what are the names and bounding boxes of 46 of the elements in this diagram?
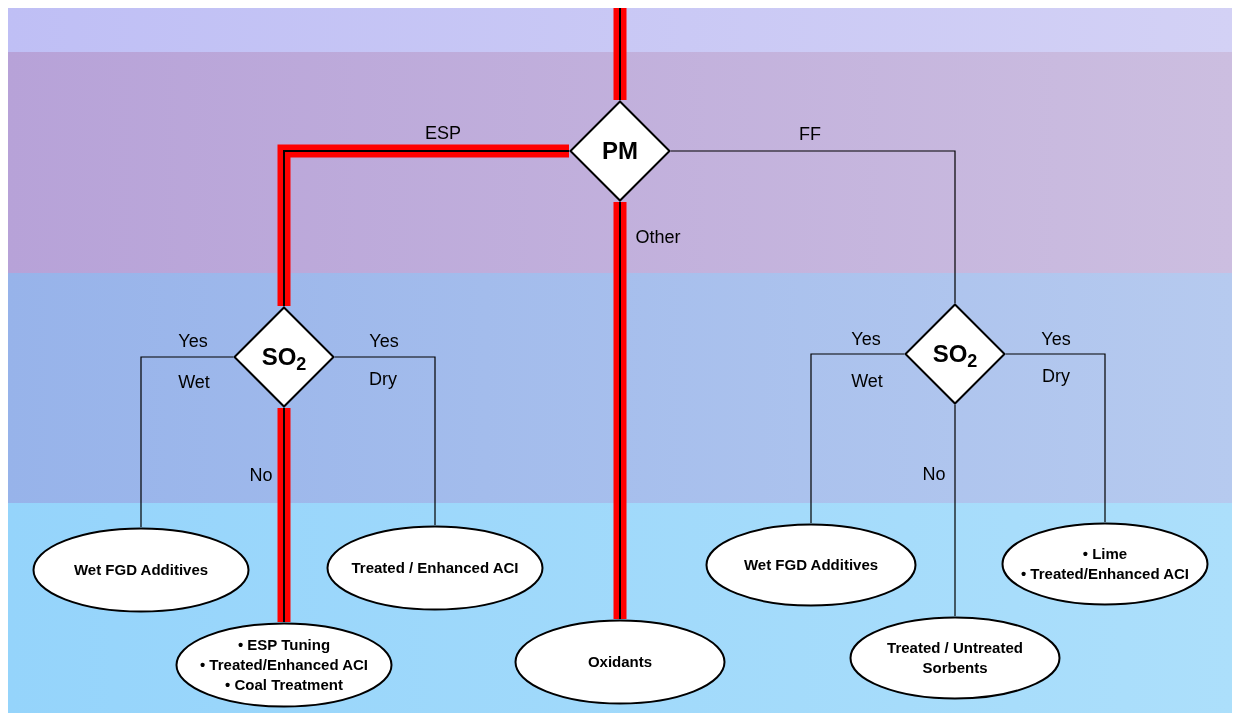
connector-line — [954, 404, 956, 617]
branch-label: Wet — [178, 373, 210, 391]
connector-line — [1005, 353, 1106, 523]
node-text: Wet FGD Additives — [743, 555, 879, 575]
option-ellipse — [175, 622, 393, 708]
edge-label: ESP — [425, 124, 461, 142]
node-text: • Lime — [1082, 544, 1128, 564]
edge-label: No — [249, 466, 273, 484]
node-text: SO$_{2}$ — [932, 342, 978, 366]
edge-label: Yes — [178, 332, 208, 350]
edge-label: Yes — [851, 330, 881, 348]
option-ellipse — [514, 619, 726, 705]
option-ellipse — [849, 616, 1061, 700]
decision-diamond — [569, 100, 671, 202]
branch-label: Wet — [851, 372, 883, 390]
node-text: Treated / Untreated Sorbents — [886, 638, 1024, 678]
branch-label: Dry — [369, 370, 397, 388]
edge-label: FF — [799, 125, 821, 143]
connector-line — [613, 7, 627, 101]
edge-label: Other — [635, 228, 681, 246]
branch-label: Dry — [1042, 367, 1070, 385]
option-ellipse — [326, 525, 544, 611]
node-text: • Treated/Enhanced ACI — [199, 655, 369, 675]
option-ellipse — [705, 523, 917, 607]
connector-line — [670, 150, 956, 304]
connector-line — [334, 356, 436, 526]
connector-line — [140, 356, 234, 528]
node-text: PM — [602, 139, 638, 163]
node-text: • Coal Treatment — [225, 675, 343, 695]
edge-label: Yes — [1041, 330, 1071, 348]
node-text: • ESP Tuning — [237, 635, 331, 655]
node-text: Wet FGD Additives — [73, 560, 209, 580]
edge-label: No — [922, 465, 946, 483]
connector-line — [613, 201, 627, 620]
node-text: SO$_{2}$ — [261, 345, 307, 369]
edge-label: Yes — [369, 332, 399, 350]
node-text: Treated / Enhanced ACI — [351, 558, 519, 578]
connector-line — [277, 407, 291, 623]
node-text: • Treated/Enhanced ACI — [1020, 564, 1190, 584]
option-ellipse — [1001, 522, 1209, 606]
connector-line — [277, 144, 570, 307]
decision-diamond — [233, 306, 335, 408]
option-ellipse — [32, 527, 250, 613]
decision-diamond — [904, 303, 1006, 405]
node-text: Oxidants — [587, 652, 653, 672]
connector-line — [810, 353, 905, 524]
